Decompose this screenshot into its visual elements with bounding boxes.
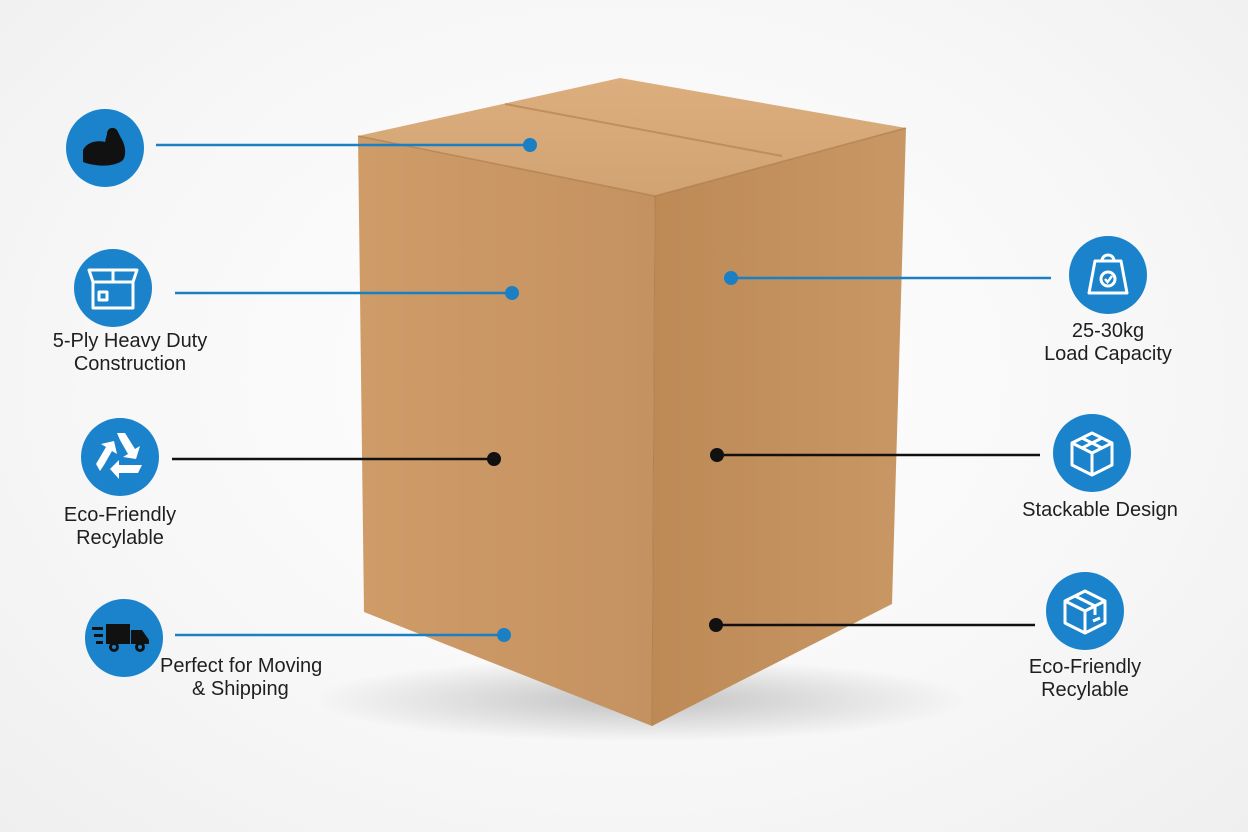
feature-label-construction: 5-Ply Heavy Duty Construction (40, 330, 220, 376)
feature-label-moving: Perfect for Moving & Shipping (160, 655, 360, 701)
box-top-face (358, 78, 906, 196)
feature-label-line: 25-30kg (1071, 320, 1145, 342)
leader-dot-eco-right (709, 618, 723, 632)
weight-icon (1069, 236, 1147, 314)
box-side-face (652, 128, 906, 726)
cardboard-box (310, 78, 970, 742)
leader-dot-strength (523, 138, 537, 152)
feature-label-line: Recylable (76, 527, 164, 549)
feature-label-line: Eco-Friendly (63, 504, 177, 526)
delivery-truck-icon (85, 599, 163, 677)
leader-lines (156, 138, 1051, 642)
leader-dot-moving (497, 628, 511, 642)
box-vertical-edge (651, 195, 656, 727)
leader-dot-load (724, 271, 738, 285)
feature-label-line: Load Capacity (1044, 343, 1172, 365)
feature-label-line: Stackable Design (1022, 499, 1178, 521)
feature-label-line: Perfect for Moving (160, 655, 323, 677)
feature-label-line: Recylable (1041, 679, 1129, 701)
feature-label-load: 25-30kg Load Capacity (1028, 320, 1188, 366)
flexed-arm-icon (66, 109, 144, 187)
leader-dot-construction (505, 286, 519, 300)
leader-dot-stackable (710, 448, 724, 462)
feature-label-line: Construction (73, 353, 187, 375)
leader-dot-eco-left (487, 452, 501, 466)
open-box-icon (74, 249, 152, 327)
stacked-boxes-icon (1053, 414, 1131, 492)
cube-box-icon (1046, 572, 1124, 650)
box-top-seam (504, 103, 783, 157)
feature-label-line: 5-Ply Heavy Duty (52, 330, 208, 352)
feature-label-line: & Shipping (192, 678, 289, 700)
feature-label-line: Eco-Friendly (1028, 656, 1142, 678)
feature-label-stackable: Stackable Design (1010, 499, 1190, 522)
feature-label-eco-left: Eco-Friendly Recylable (40, 504, 200, 550)
feature-label-eco-right: Eco-Friendly Recylable (1005, 656, 1165, 702)
recycle-icon (81, 418, 159, 496)
box-front-face (358, 136, 655, 726)
